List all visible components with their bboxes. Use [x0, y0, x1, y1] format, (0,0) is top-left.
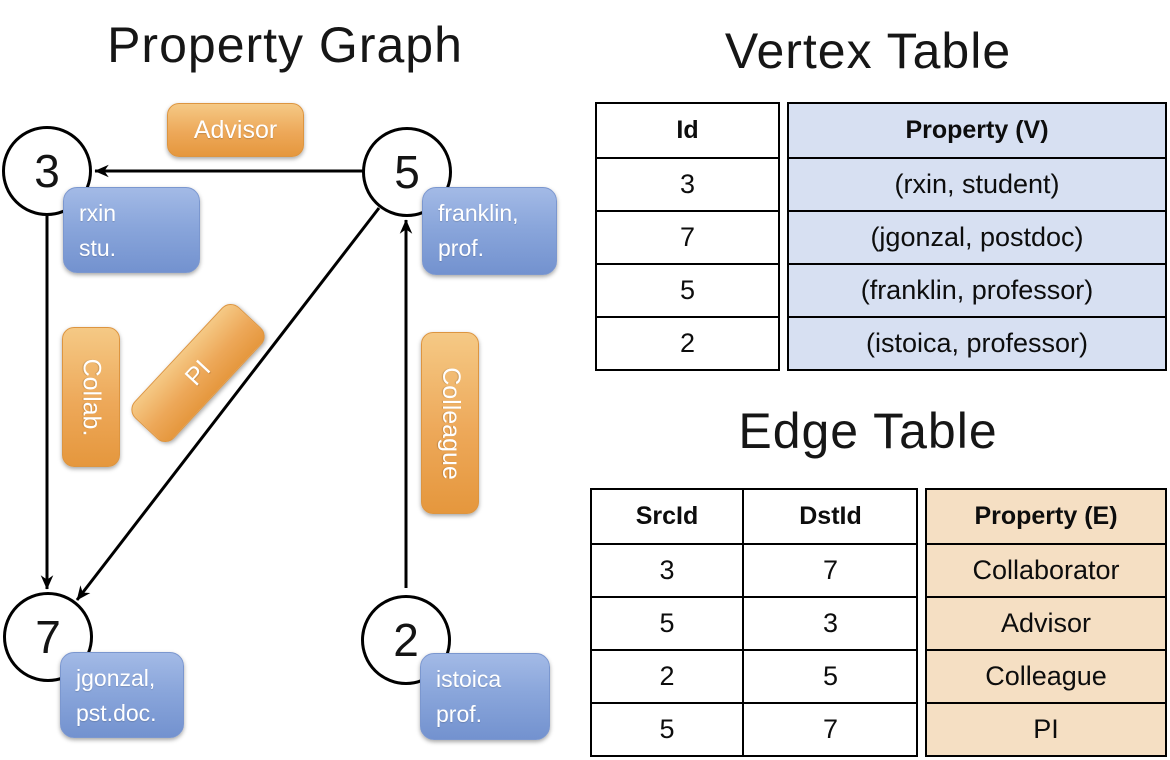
- vertex-property-box-5: franklin, prof.: [422, 187, 557, 275]
- vertex-table-cell: 2: [597, 316, 778, 369]
- vertex-table-cell: (jgonzal, postdoc): [789, 210, 1165, 263]
- edge-label-text: Advisor: [193, 115, 278, 144]
- edge-label-text: Colleague: [436, 366, 465, 480]
- edge-table-cell: 3: [744, 596, 917, 649]
- vertex-property-box-2: istoica prof.: [420, 653, 550, 740]
- edge-table-srcid-column: SrcId 3 5 2 5: [592, 490, 742, 755]
- vertex-table-cell: (istoica, professor): [789, 316, 1165, 369]
- edge-table-header-property: Property (E): [974, 502, 1118, 530]
- edge-table-header-dstid: DstId: [799, 502, 862, 530]
- edge-table-cell: 5: [592, 702, 742, 755]
- vertex-property-line: stu.: [79, 234, 117, 261]
- vertex-table-cell: 7: [597, 210, 778, 263]
- edge-table-cell: PI: [927, 702, 1165, 755]
- edge-table-id-columns: SrcId 3 5 2 5 DstId 7 3 5 7: [590, 488, 918, 757]
- edge-table-cell: 5: [744, 649, 917, 702]
- edge-label-text: Collab.: [77, 358, 106, 436]
- vertex-property-line: istoica: [436, 666, 502, 692]
- graph-node-5: 5: [362, 127, 452, 217]
- graph-title: Property Graph: [107, 17, 463, 73]
- graph-edges-layer: [40, 164, 413, 601]
- vertex-property-line: pst.doc.: [76, 699, 157, 726]
- vertex-table-cell: 3: [597, 157, 778, 210]
- edge-label-collab: Collab.: [62, 327, 120, 467]
- edge-table-cell: 3: [592, 543, 742, 596]
- edge-table-dstid-column: DstId 7 3 5 7: [742, 490, 917, 755]
- edge-label-colleague: Colleague: [421, 332, 479, 514]
- vertex-table-cell: (rxin, student): [789, 157, 1165, 210]
- vertex-table-header-property: Property (V): [905, 116, 1049, 144]
- vertex-property-line: franklin,: [438, 200, 519, 226]
- vertex-property-box-3: rxin stu.: [63, 187, 200, 273]
- graph-node-2: 2: [361, 595, 451, 685]
- edge-table-cell: Colleague: [927, 649, 1165, 702]
- vertex-property-line: prof.: [438, 234, 485, 261]
- edge-table-cell: 7: [744, 543, 917, 596]
- vertex-table-cell: 5: [597, 263, 778, 316]
- edge-table-property-column: Property (E) Collaborator Advisor Collea…: [925, 488, 1167, 757]
- node-id-label: 2: [393, 614, 419, 666]
- vertex-table-id-column: Id 3 7 5 2: [595, 102, 780, 371]
- edge-table-header-srcid: SrcId: [635, 502, 699, 530]
- vertex-property-line: rxin: [79, 200, 117, 226]
- vertex-property-line: prof.: [436, 700, 483, 727]
- edge-table-cell: 5: [592, 596, 742, 649]
- edge-table-cell: 7: [744, 702, 917, 755]
- edge-label-text: PI: [179, 354, 216, 391]
- edge-table-cell: 2: [592, 649, 742, 702]
- edge-table-cell: Advisor: [927, 596, 1165, 649]
- vertex-table-property-column: Property (V) (rxin, student) (jgonzal, p…: [787, 102, 1167, 371]
- vertex-property-box-7: jgonzal, pst.doc.: [60, 652, 184, 738]
- vertex-table-cell: (franklin, professor): [789, 263, 1165, 316]
- edge-pi-5-to-7: [75, 207, 381, 601]
- vertex-property-line: jgonzal,: [76, 665, 156, 691]
- vertex-table-title: Vertex Table: [724, 23, 1012, 79]
- node-id-label: 5: [394, 146, 420, 198]
- edge-table-cell: Collaborator: [927, 543, 1165, 596]
- node-id-label: 7: [35, 611, 61, 663]
- node-id-label: 3: [34, 145, 60, 197]
- vertex-table-header-id: Id: [676, 116, 699, 144]
- edge-label-advisor: Advisor: [167, 103, 304, 157]
- edge-table-title: Edge Table: [738, 403, 998, 459]
